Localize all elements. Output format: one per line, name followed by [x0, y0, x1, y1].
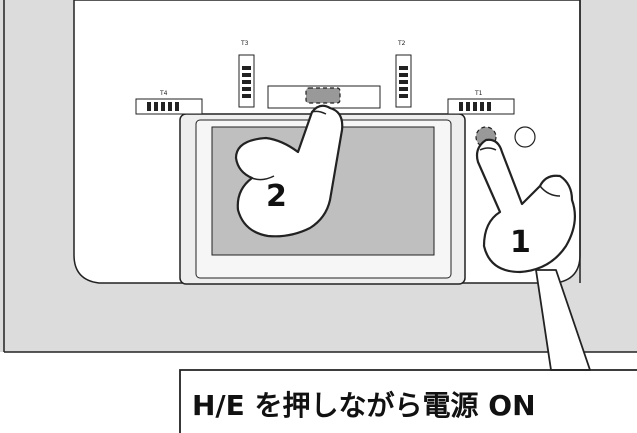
trim-label-t1: T1	[474, 90, 483, 97]
hand-2-icon	[234, 104, 344, 238]
caption-text: H/E を押しながら電源 ON	[192, 389, 536, 422]
caption-box	[179, 369, 637, 433]
side-button	[514, 126, 536, 148]
trim-label-t2: T2	[397, 40, 406, 47]
trim-t2	[395, 54, 412, 108]
step-2-number: 2	[266, 179, 287, 214]
trim-t4	[135, 98, 203, 115]
hand-1-icon	[475, 138, 577, 274]
he-button-dashed	[305, 87, 341, 104]
trim-label-t4: T4	[159, 90, 168, 97]
trim-t1	[447, 98, 515, 115]
trim-label-t3: T3	[240, 40, 249, 47]
trim-t3	[238, 54, 255, 108]
step-1-number: 1	[510, 225, 531, 260]
